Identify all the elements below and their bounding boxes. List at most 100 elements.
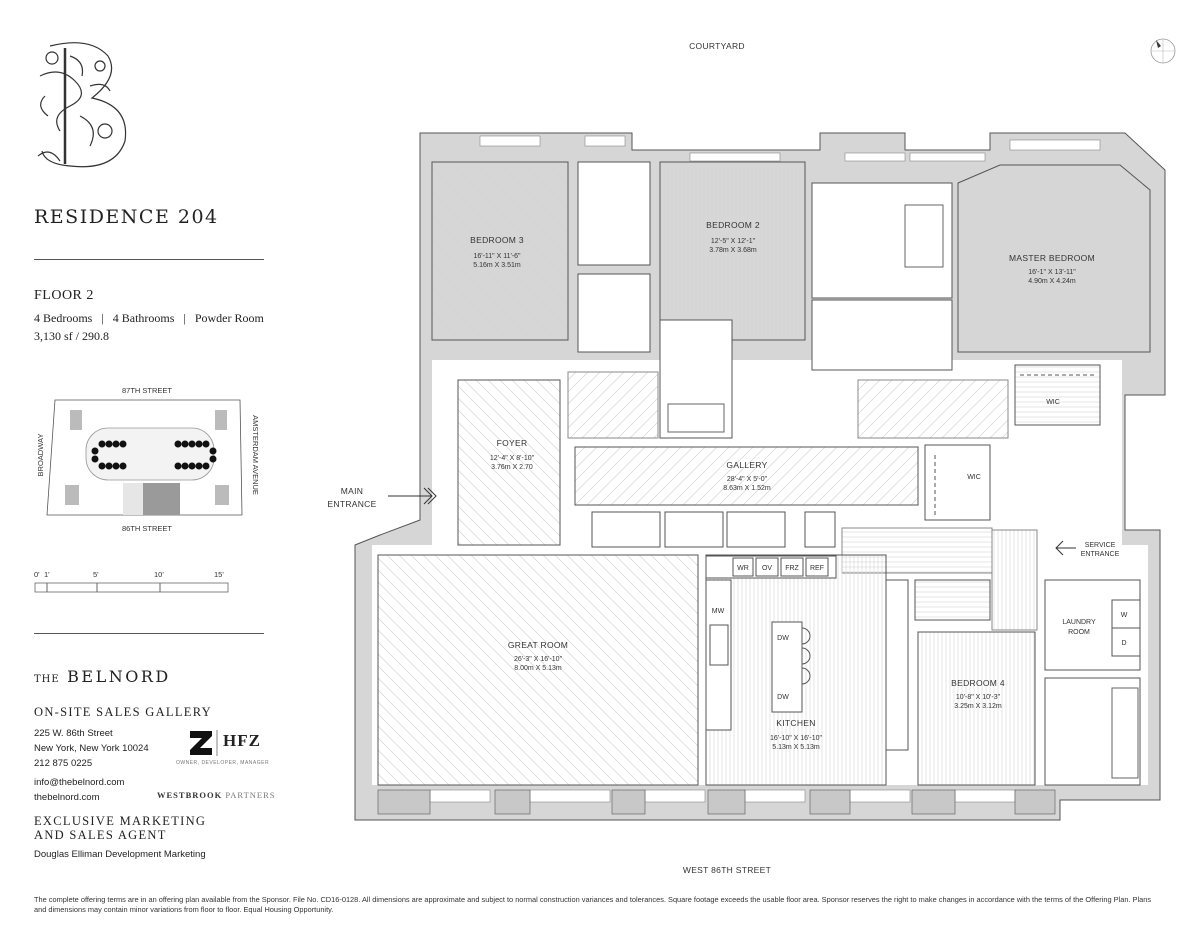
svg-text:MW: MW xyxy=(712,608,725,615)
gallery-closets xyxy=(591,511,836,548)
svg-text:16'-10" X 16'-10": 16'-10" X 16'-10" xyxy=(770,735,823,742)
svg-text:WR: WR xyxy=(737,565,749,572)
room-label-bedroom-3: BEDROOM 3 16'-11" X 11'-6" 5.16m X 3.51m xyxy=(470,235,524,269)
svg-text:DW: DW xyxy=(777,635,789,642)
north-compass-icon xyxy=(1148,36,1178,66)
scale-tick-label: 10' xyxy=(154,570,164,579)
key-plan-south-street: 86TH STREET xyxy=(122,524,172,533)
svg-text:MASTER BEDROOM: MASTER BEDROOM xyxy=(1009,253,1095,263)
bathtub-icon xyxy=(1111,687,1139,779)
bedroom-2 xyxy=(659,161,806,341)
room-label-bedroom-4: BEDROOM 4 10'-8" X 10'-3" 3.25m X 3.12m xyxy=(951,678,1005,710)
service-hall xyxy=(991,529,1038,631)
key-plan: 87TH STREET 86TH STREET BROADWAY AMSTERD… xyxy=(20,380,270,540)
bedroom-4 xyxy=(917,631,1036,786)
scale-tick-label: 0' xyxy=(34,570,40,579)
appliance-labels: WR OV FRZ REF MW DW DW W D xyxy=(709,557,1128,701)
svg-text:3.25m X 3.12m: 3.25m X 3.12m xyxy=(954,703,1002,710)
separator: | xyxy=(101,311,104,325)
hallway xyxy=(857,379,1009,439)
laundry-room xyxy=(1044,579,1141,671)
svg-text:12'-5" X 12'-1": 12'-5" X 12'-1" xyxy=(711,238,756,245)
separator: | xyxy=(183,311,186,325)
room-label-wic: WIC xyxy=(967,474,981,481)
email-link[interactable]: info@thebelnord.com xyxy=(34,777,125,788)
key-plan-west-street: BROADWAY xyxy=(36,434,45,477)
svg-text:3.76m X 2.70: 3.76m X 2.70 xyxy=(491,464,533,471)
powder-room: Powder Room xyxy=(194,311,264,325)
svg-text:ROOM: ROOM xyxy=(1068,629,1090,636)
key-plan-north-street: 87TH STREET xyxy=(122,386,172,395)
address-line-1: 225 W. 86th Street xyxy=(34,728,113,739)
dryer xyxy=(1111,627,1141,657)
kitchen xyxy=(705,554,887,786)
master-bathroom xyxy=(811,182,953,299)
website-link[interactable]: thebelnord.com xyxy=(34,792,100,803)
washer xyxy=(1111,599,1141,629)
belnord-wordmark: THE BELNORD xyxy=(34,667,171,686)
scale-tick-label: 15' xyxy=(214,570,224,579)
sales-contacts: info@thebelnord.com thebelnord.com xyxy=(34,775,124,805)
master-bedroom xyxy=(957,164,1151,353)
svg-text:FOYER: FOYER xyxy=(497,438,528,448)
wic-1 xyxy=(1014,364,1101,426)
phone-number: 212 875 0225 xyxy=(34,758,93,769)
unit-area: 3,130 sf / 290.8 xyxy=(34,329,109,343)
svg-text:LAUNDRY: LAUNDRY xyxy=(1062,619,1096,626)
svg-text:FRZ: FRZ xyxy=(785,565,799,572)
marketing-agent-name: Douglas Elliman Development Marketing xyxy=(34,849,206,860)
floor-label: FLOOR 2 xyxy=(34,288,94,303)
wic-2 xyxy=(924,444,991,521)
courtyard-label: COURTYARD xyxy=(689,41,745,51)
hallway xyxy=(567,371,659,439)
service-hall xyxy=(841,527,993,574)
marketing-agent-heading: EXCLUSIVE MARKETING AND SALES AGENT xyxy=(34,814,207,842)
windows xyxy=(429,135,1101,803)
divider xyxy=(34,259,264,260)
key-plan-columns xyxy=(91,440,217,470)
svg-text:OV: OV xyxy=(762,565,772,572)
bathroom xyxy=(577,273,651,353)
svg-text:DW: DW xyxy=(777,694,789,701)
bathtub-icon xyxy=(667,403,725,433)
powder-bath xyxy=(659,319,733,439)
bedroom-3 xyxy=(431,161,569,341)
svg-text:5.16m X 3.51m: 5.16m X 3.51m xyxy=(473,262,521,269)
svg-text:D: D xyxy=(1121,640,1126,647)
svg-text:3.78m X 3.68m: 3.78m X 3.68m xyxy=(709,247,757,254)
bathroom xyxy=(577,161,651,266)
scale-tick-label: 1' xyxy=(44,570,50,579)
service-entrance-arrow-icon xyxy=(1055,540,1076,556)
sales-gallery-heading: ON-SITE SALES GALLERY xyxy=(34,705,212,719)
room-label-foyer: FOYER 12'-4" X 8'-10" 3.76m X 2.70 xyxy=(490,438,535,471)
bathtub-icon xyxy=(904,204,944,268)
svg-text:BEDROOM 3: BEDROOM 3 xyxy=(470,235,524,245)
great-room xyxy=(377,554,699,786)
hfz-logo: HFZ OWNER, DEVELOPER, MANAGER xyxy=(176,728,270,768)
svg-text:16'-11" X 11'-6": 16'-11" X 11'-6" xyxy=(473,253,521,260)
legal-disclaimer: The complete offering terms are in an of… xyxy=(34,895,1152,914)
svg-text:28'-4" X 5'-0": 28'-4" X 5'-0" xyxy=(727,476,768,483)
scale-bar: 0' 1' 5' 10' 15' xyxy=(34,568,244,598)
bathroom-count: 4 Bathrooms xyxy=(112,311,175,325)
svg-text:BEDROOM 4: BEDROOM 4 xyxy=(951,678,1005,688)
bathroom xyxy=(1044,677,1141,786)
address-line-2: New York, New York 10024 xyxy=(34,743,149,754)
hfz-tagline: OWNER, DEVELOPER, MANAGER xyxy=(176,760,270,766)
kitchen-island xyxy=(771,621,803,713)
main-entrance-label: MAIN xyxy=(341,486,363,496)
gallery xyxy=(574,446,919,506)
service-entrance-label: SERVICE xyxy=(1085,542,1116,549)
scale-tick-label: 5' xyxy=(93,570,99,579)
svg-text:W: W xyxy=(1121,612,1128,619)
room-label-wic: WIC xyxy=(1046,399,1060,406)
floor-area xyxy=(372,545,1148,785)
svg-text:12'-4" X 8'-10": 12'-4" X 8'-10" xyxy=(490,455,535,462)
exterior-walls xyxy=(354,132,1166,821)
main-entrance-label: ENTRANCE xyxy=(327,499,376,509)
svg-text:10'-8" X 10'-3": 10'-8" X 10'-3" xyxy=(956,694,1001,701)
svg-text:8.63m X 1.52m: 8.63m X 1.52m xyxy=(723,485,771,492)
svg-text:REF: REF xyxy=(810,565,824,572)
svg-text:KITCHEN: KITCHEN xyxy=(776,718,815,728)
room-label-kitchen: KITCHEN 16'-10" X 16'-10" 5.13m X 5.13m xyxy=(770,718,823,751)
